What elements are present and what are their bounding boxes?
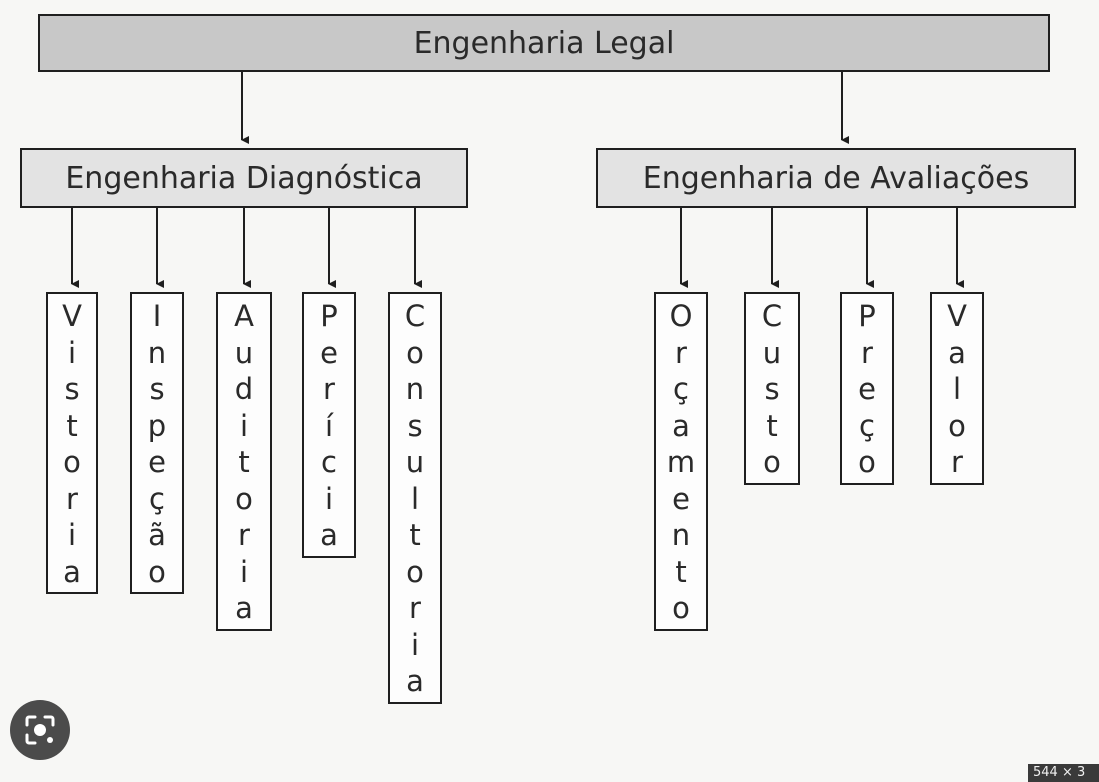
leaf-letter: n — [671, 518, 691, 552]
leaf-letter: s — [149, 372, 165, 406]
leaf-letter: t — [675, 554, 687, 589]
leaf-letter: c — [321, 445, 337, 479]
leaf-letter: i — [239, 408, 249, 443]
branch-node-diagnostica: Engenharia Diagnóstica — [20, 148, 468, 208]
leaf-letter: i — [67, 335, 77, 370]
leaf-letter: i — [410, 627, 420, 662]
leaf-letter: r — [675, 335, 687, 370]
leaf-letter: a — [672, 408, 690, 443]
leaf-letter: e — [672, 481, 690, 516]
branch-node-avaliacoes: Engenharia de Avaliações — [596, 148, 1076, 208]
leaf-letter: r — [238, 518, 250, 552]
leaf-letter: o — [148, 554, 166, 589]
leaf-letter: i — [324, 481, 334, 516]
leaf-letter: o — [948, 408, 966, 443]
leaf-letter: r — [66, 481, 78, 516]
leaf-letter: t — [66, 408, 78, 443]
leaf-letter: i — [67, 518, 77, 552]
leaf-letter: P — [858, 299, 876, 333]
leaf-letter: r — [951, 445, 963, 479]
branch-node-label: Engenharia Diagnóstica — [65, 160, 423, 196]
leaf-letter: í — [324, 408, 334, 443]
leaf-letter: n — [147, 335, 167, 370]
leaf-letter: o — [406, 554, 424, 589]
leaf-letter: ã — [148, 518, 166, 552]
leaf-letter: o — [235, 481, 253, 516]
leaf-letter: a — [320, 518, 338, 552]
leaf-letter: V — [947, 299, 967, 333]
leaf-letter: d — [234, 372, 254, 406]
lens-glyph-icon — [25, 715, 55, 745]
root-node: Engenharia Legal — [38, 14, 1050, 72]
leaf-letter: m — [666, 445, 696, 479]
leaf-letter: o — [858, 445, 876, 479]
leaf-letter: C — [761, 299, 783, 333]
leaf-letter: l — [952, 372, 962, 406]
leaf-letter: a — [948, 335, 966, 370]
leaf-letter: t — [238, 445, 250, 479]
leaf-letter: a — [406, 664, 424, 698]
leaf-letter: V — [62, 299, 82, 333]
leaf-letter: a — [63, 554, 81, 589]
leaf-letter: o — [406, 335, 424, 370]
root-node-label: Engenharia Legal — [413, 25, 675, 61]
leaf-letter: i — [239, 554, 249, 589]
leaf-letter: I — [152, 299, 162, 333]
leaf-letter: ç — [673, 372, 689, 406]
leaf-letter: o — [63, 445, 81, 479]
leaf-letter: ç — [859, 408, 875, 443]
leaf-letter: e — [320, 335, 338, 370]
leaf-letter: l — [410, 481, 420, 516]
leaf-letter: u — [762, 335, 782, 370]
leaf-letter: o — [763, 445, 781, 479]
leaf-letter: u — [405, 445, 425, 479]
leaf-letter: ç — [149, 481, 165, 516]
leaf-letter: t — [766, 408, 778, 443]
image-size-badge: 544 × 3 — [1028, 764, 1099, 782]
leaf-letter: u — [234, 335, 254, 370]
camera-lens-icon[interactable] — [10, 700, 70, 760]
leaf-letter: n — [405, 372, 425, 406]
leaf-letter: r — [409, 591, 421, 625]
leaf-letter: t — [409, 518, 421, 552]
leaf-letter: r — [861, 335, 873, 370]
leaf-letter: a — [235, 591, 253, 625]
branch-node-label: Engenharia de Avaliações — [642, 160, 1030, 196]
leaf-letter: C — [404, 299, 426, 333]
leaf-letter: A — [234, 299, 254, 333]
leaf-letter: s — [764, 372, 780, 406]
leaf-letter: p — [147, 408, 167, 443]
leaf-letter: s — [64, 372, 80, 406]
leaf-letter: e — [148, 445, 166, 479]
leaf-letter: o — [672, 591, 690, 625]
leaf-letter: e — [858, 372, 876, 406]
leaf-letter: s — [407, 408, 423, 443]
leaf-letter: P — [320, 299, 338, 333]
leaf-letter: O — [669, 299, 693, 333]
leaf-letter: r — [323, 372, 335, 406]
